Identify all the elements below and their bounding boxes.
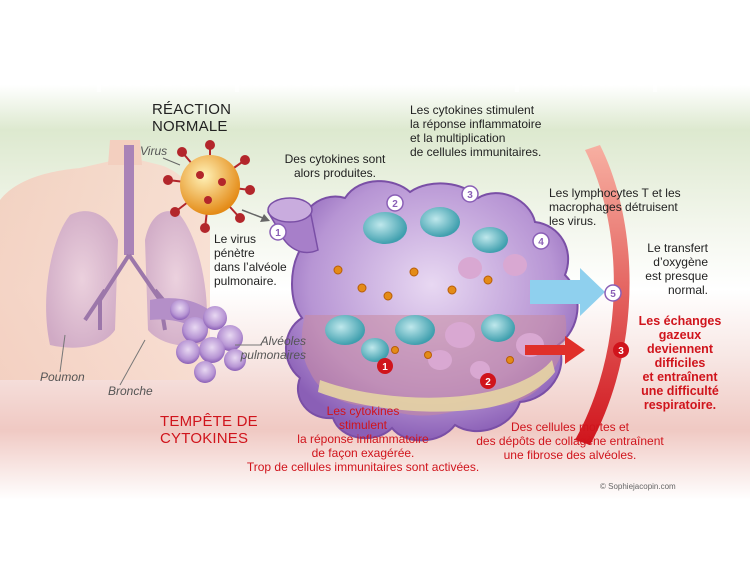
svg-text:2: 2: [485, 377, 491, 388]
credit-label: © Sophiejacopin.com: [600, 482, 676, 491]
trachea: [124, 145, 134, 255]
svg-text:3: 3: [618, 346, 624, 357]
virus-large: [163, 140, 255, 233]
cytokines-produites-label: Des cytokines sont alors produites.: [284, 152, 386, 180]
poumon-pointer: [59, 334, 66, 373]
step-badge-storm-2: 2: [480, 373, 496, 389]
svg-text:5: 5: [610, 289, 616, 300]
step-badge-storm-3: 3: [613, 342, 629, 358]
echanges-gazeux-label: Les échanges gazeux deviennent difficile…: [638, 314, 722, 412]
step-badge-storm-1: 1: [377, 358, 393, 374]
small-alveole-cluster: [170, 300, 246, 383]
svg-text:4: 4: [538, 237, 544, 248]
watermark: © SophieJacopin.com: [22, 60, 355, 93]
reaction-normale-title: RÉACTION NORMALE: [152, 101, 232, 135]
step-badge-normal-5: 5: [604, 284, 622, 302]
svg-text:2: 2: [392, 199, 398, 210]
vessel-arc: [575, 145, 630, 445]
alveoles-pulmonaires-label: Alvéoles pulmonaires: [240, 334, 306, 362]
virus-pointer: [162, 157, 181, 166]
collagen-deposit: [318, 360, 555, 412]
step-badge-normal-1: 1: [269, 223, 287, 241]
virus-penetre-label: Le virus pénètre dans l’alvéole pulmonai…: [214, 232, 287, 288]
watermark: © SophieJacopin.com: [22, 500, 355, 533]
fibrose-label: Des cellules mortes et des dépôts de col…: [476, 420, 664, 462]
transfert-oxygene-label: Le transfert d’oxygène est presque norma…: [645, 241, 708, 297]
exageree-label: Les cytokines stimulent la réponse infla…: [246, 404, 480, 474]
watermark: © SophieJacopin.com: [440, 60, 750, 93]
svg-text:3: 3: [467, 190, 473, 201]
lymphocytes-label: Les lymphocytes T et les macrophages dét…: [549, 186, 681, 228]
difficult-exchange-arrow: [525, 336, 585, 364]
svg-text:1: 1: [275, 228, 281, 239]
svg-text:1: 1: [382, 362, 388, 373]
step-badge-normal-3: 3: [461, 185, 479, 203]
cytokines-stimulent-label: Les cytokines stimulent la réponse infla…: [410, 103, 542, 159]
tempete-cytokines-title: TEMPÊTE DE CYTOKINES: [160, 413, 258, 447]
step-badge-normal-2: 2: [386, 194, 404, 212]
bronche-label: Bronche: [108, 384, 153, 398]
bronche-pointer: [119, 339, 146, 386]
step-badge-normal-4: 4: [532, 232, 550, 250]
immune-cells-upper: [363, 207, 527, 279]
virus-label: Virus: [140, 144, 168, 158]
poumon-label: Poumon: [40, 370, 85, 384]
oxygen-arrow: [530, 268, 605, 316]
watermark: © SophieJacopin.com: [440, 500, 750, 533]
